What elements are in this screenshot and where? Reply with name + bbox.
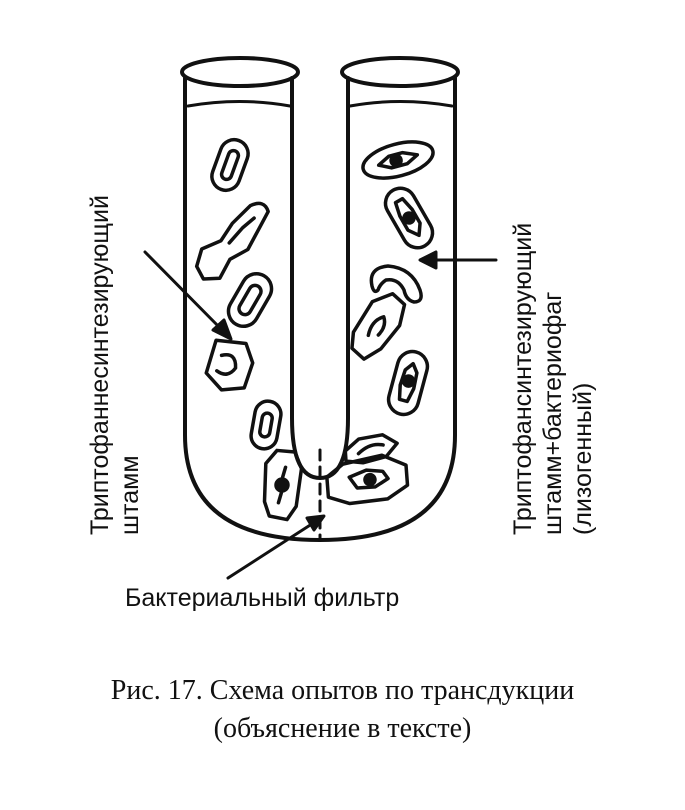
right-strain-label: Триптофансинтезирующий штамм+бактериофаг… <box>508 223 598 535</box>
bacterium <box>350 291 407 361</box>
left-strain-label-line2: штамм <box>116 455 144 535</box>
bacterium <box>249 399 283 451</box>
left-strain-label-line1: Триптофаннесинтезирующий <box>86 195 114 535</box>
pointer-lines <box>143 250 498 580</box>
right-strain-label-line3: (лизогенный) <box>569 382 597 535</box>
bacterium <box>369 264 423 304</box>
caption-line1: Рис. 17. Схема опытов по трансдукции <box>110 675 575 706</box>
left-tube-rim <box>180 56 300 88</box>
right-strain-label-line2: штамм+бактериофаг <box>539 291 567 535</box>
left-liquid-surface <box>186 100 292 108</box>
left-strain-label: Триптофаннесинтезирующий штамм <box>85 195 145 535</box>
filter-arrowhead <box>305 514 326 532</box>
u-tube-inner-wall <box>290 76 350 480</box>
bacterial-filter-label: Бактериальный фильтр <box>125 584 400 612</box>
left-strain-arrowhead <box>211 318 233 341</box>
right-tube-rim <box>340 56 460 88</box>
figure-caption: Рис. 17. Схема опытов по трансдукции (об… <box>0 672 685 748</box>
bacterium <box>210 137 250 193</box>
lysogenic-bacterium <box>386 349 430 417</box>
bacterium <box>194 201 270 281</box>
right-bacteria <box>325 140 435 506</box>
filter-pointer <box>226 518 320 580</box>
caption-line2: (объяснение в тексте) <box>213 713 472 744</box>
lysogenic-bacterium <box>361 140 435 180</box>
right-liquid-surface <box>348 100 454 108</box>
bacterium <box>204 338 255 392</box>
bacterium <box>262 448 304 522</box>
bacterium <box>226 271 274 329</box>
left-bacteria <box>194 137 304 522</box>
right-strain-label-line1: Триптофансинтезирующий <box>509 222 537 535</box>
lysogenic-bacterium <box>383 186 435 250</box>
right-strain-arrowhead <box>418 250 438 270</box>
lysogenic-bacterium <box>343 433 399 465</box>
left-strain-pointer <box>143 250 227 335</box>
